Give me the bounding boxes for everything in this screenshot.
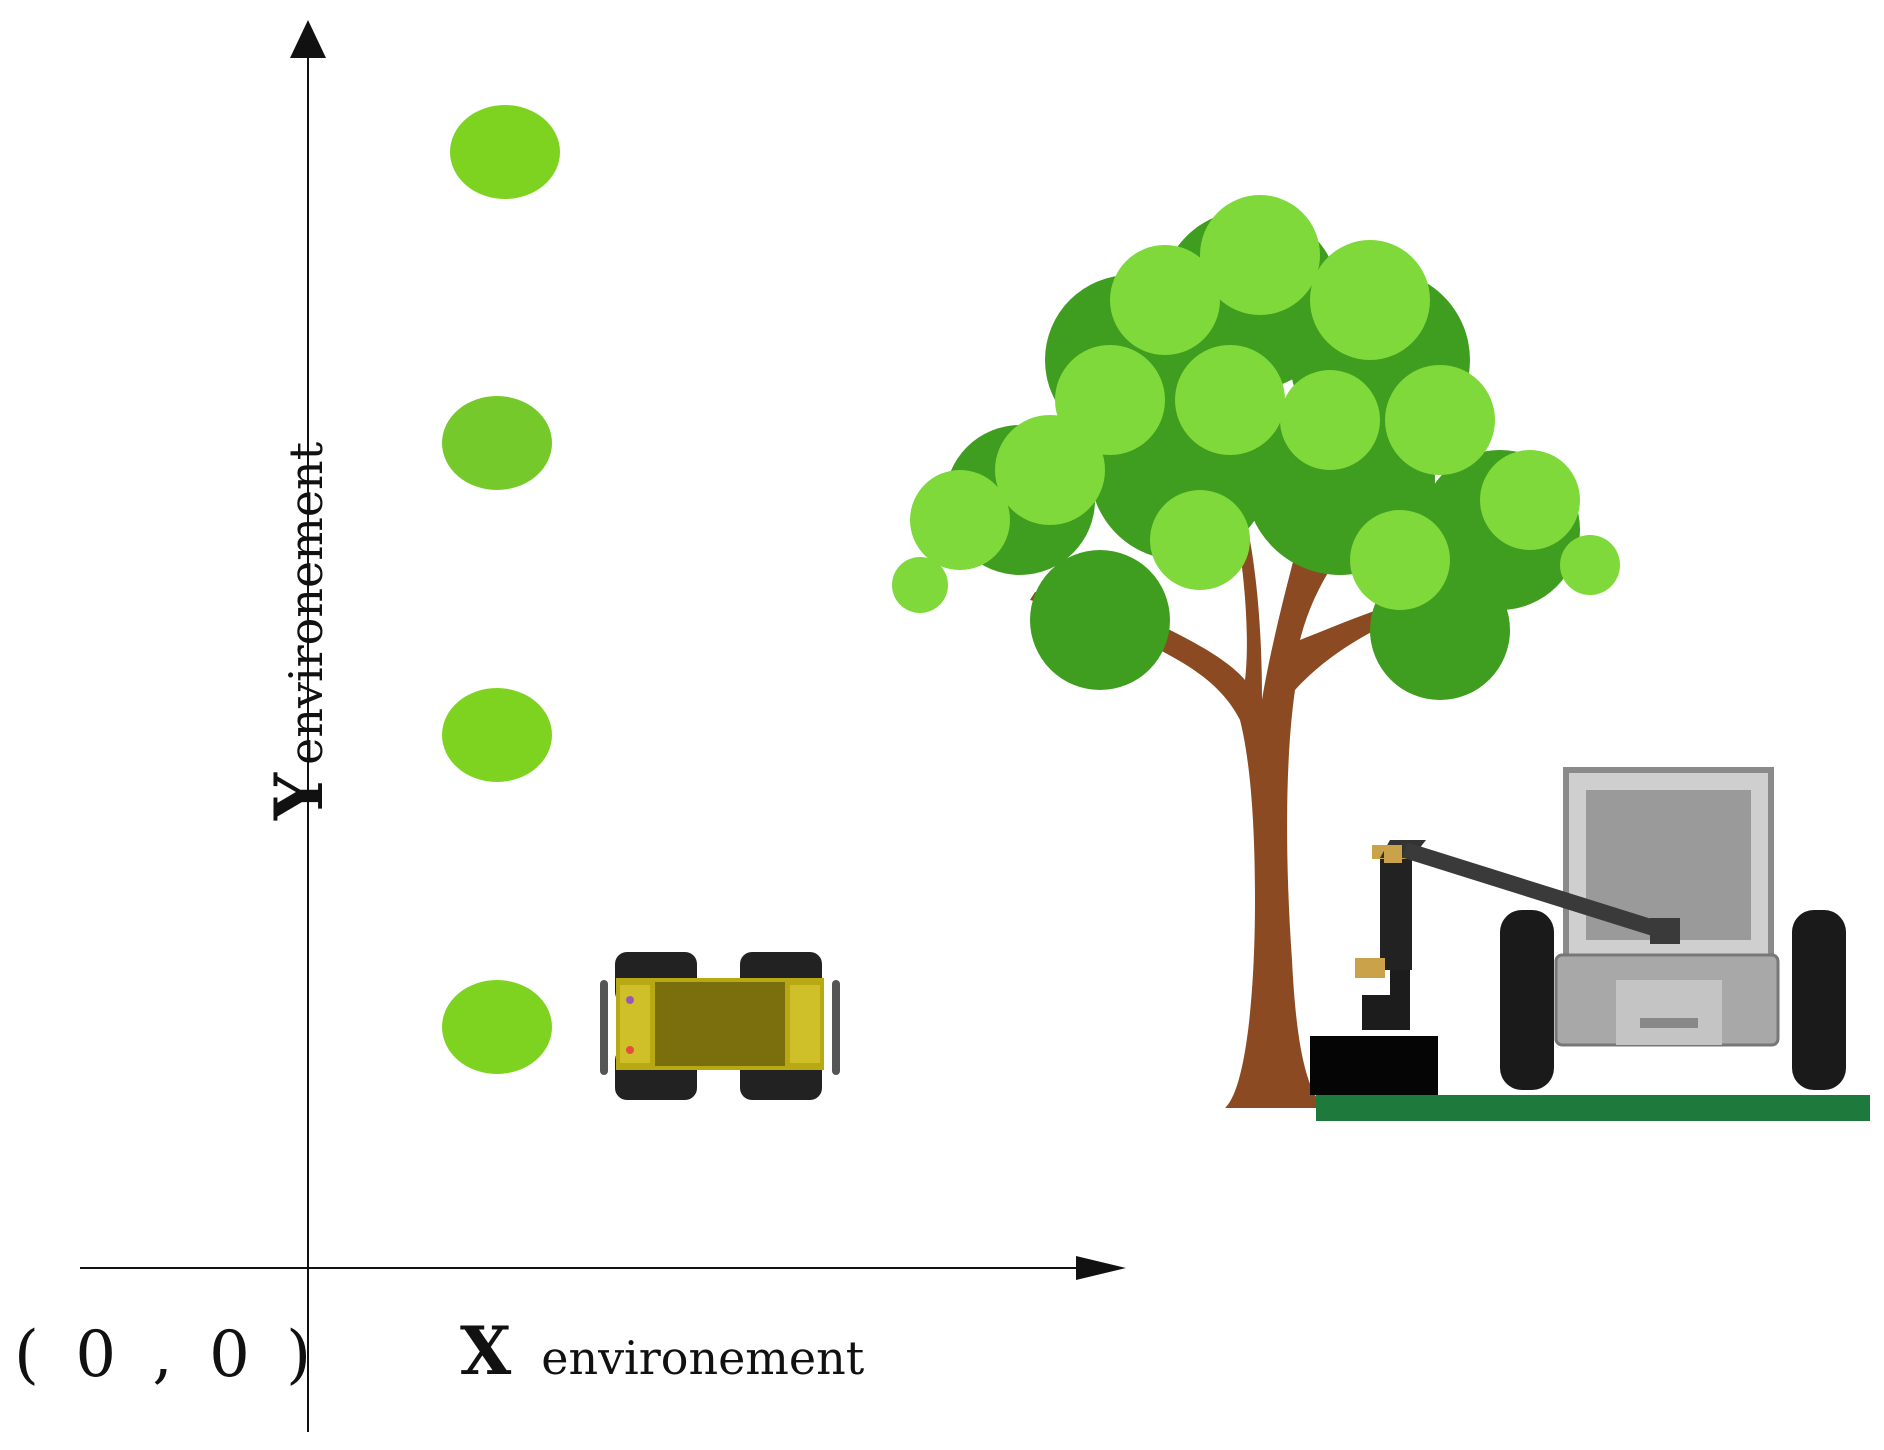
axes <box>80 20 1126 1432</box>
y-axis-symbol: Y <box>260 772 338 820</box>
waypoint <box>442 980 552 1074</box>
ground-strip <box>1316 1095 1870 1121</box>
y-axis-label: Yenvironement <box>260 442 338 820</box>
y-axis-text: environement <box>279 441 333 765</box>
x-axis-symbol: X <box>460 1312 512 1390</box>
x-axis-arrow-icon <box>1076 1256 1126 1280</box>
waypoint <box>442 396 552 490</box>
waypoints <box>442 105 560 1074</box>
rover-topview-icon <box>600 952 840 1100</box>
x-axis-text: environement <box>541 1331 865 1385</box>
robot-arm-rover-icon <box>1310 767 1870 1121</box>
y-axis-arrow-icon <box>290 20 326 58</box>
waypoint <box>450 105 560 199</box>
origin-label: ( 0 , 0 ) <box>14 1318 320 1392</box>
tree-icon <box>892 195 1620 1108</box>
waypoint <box>442 688 552 782</box>
